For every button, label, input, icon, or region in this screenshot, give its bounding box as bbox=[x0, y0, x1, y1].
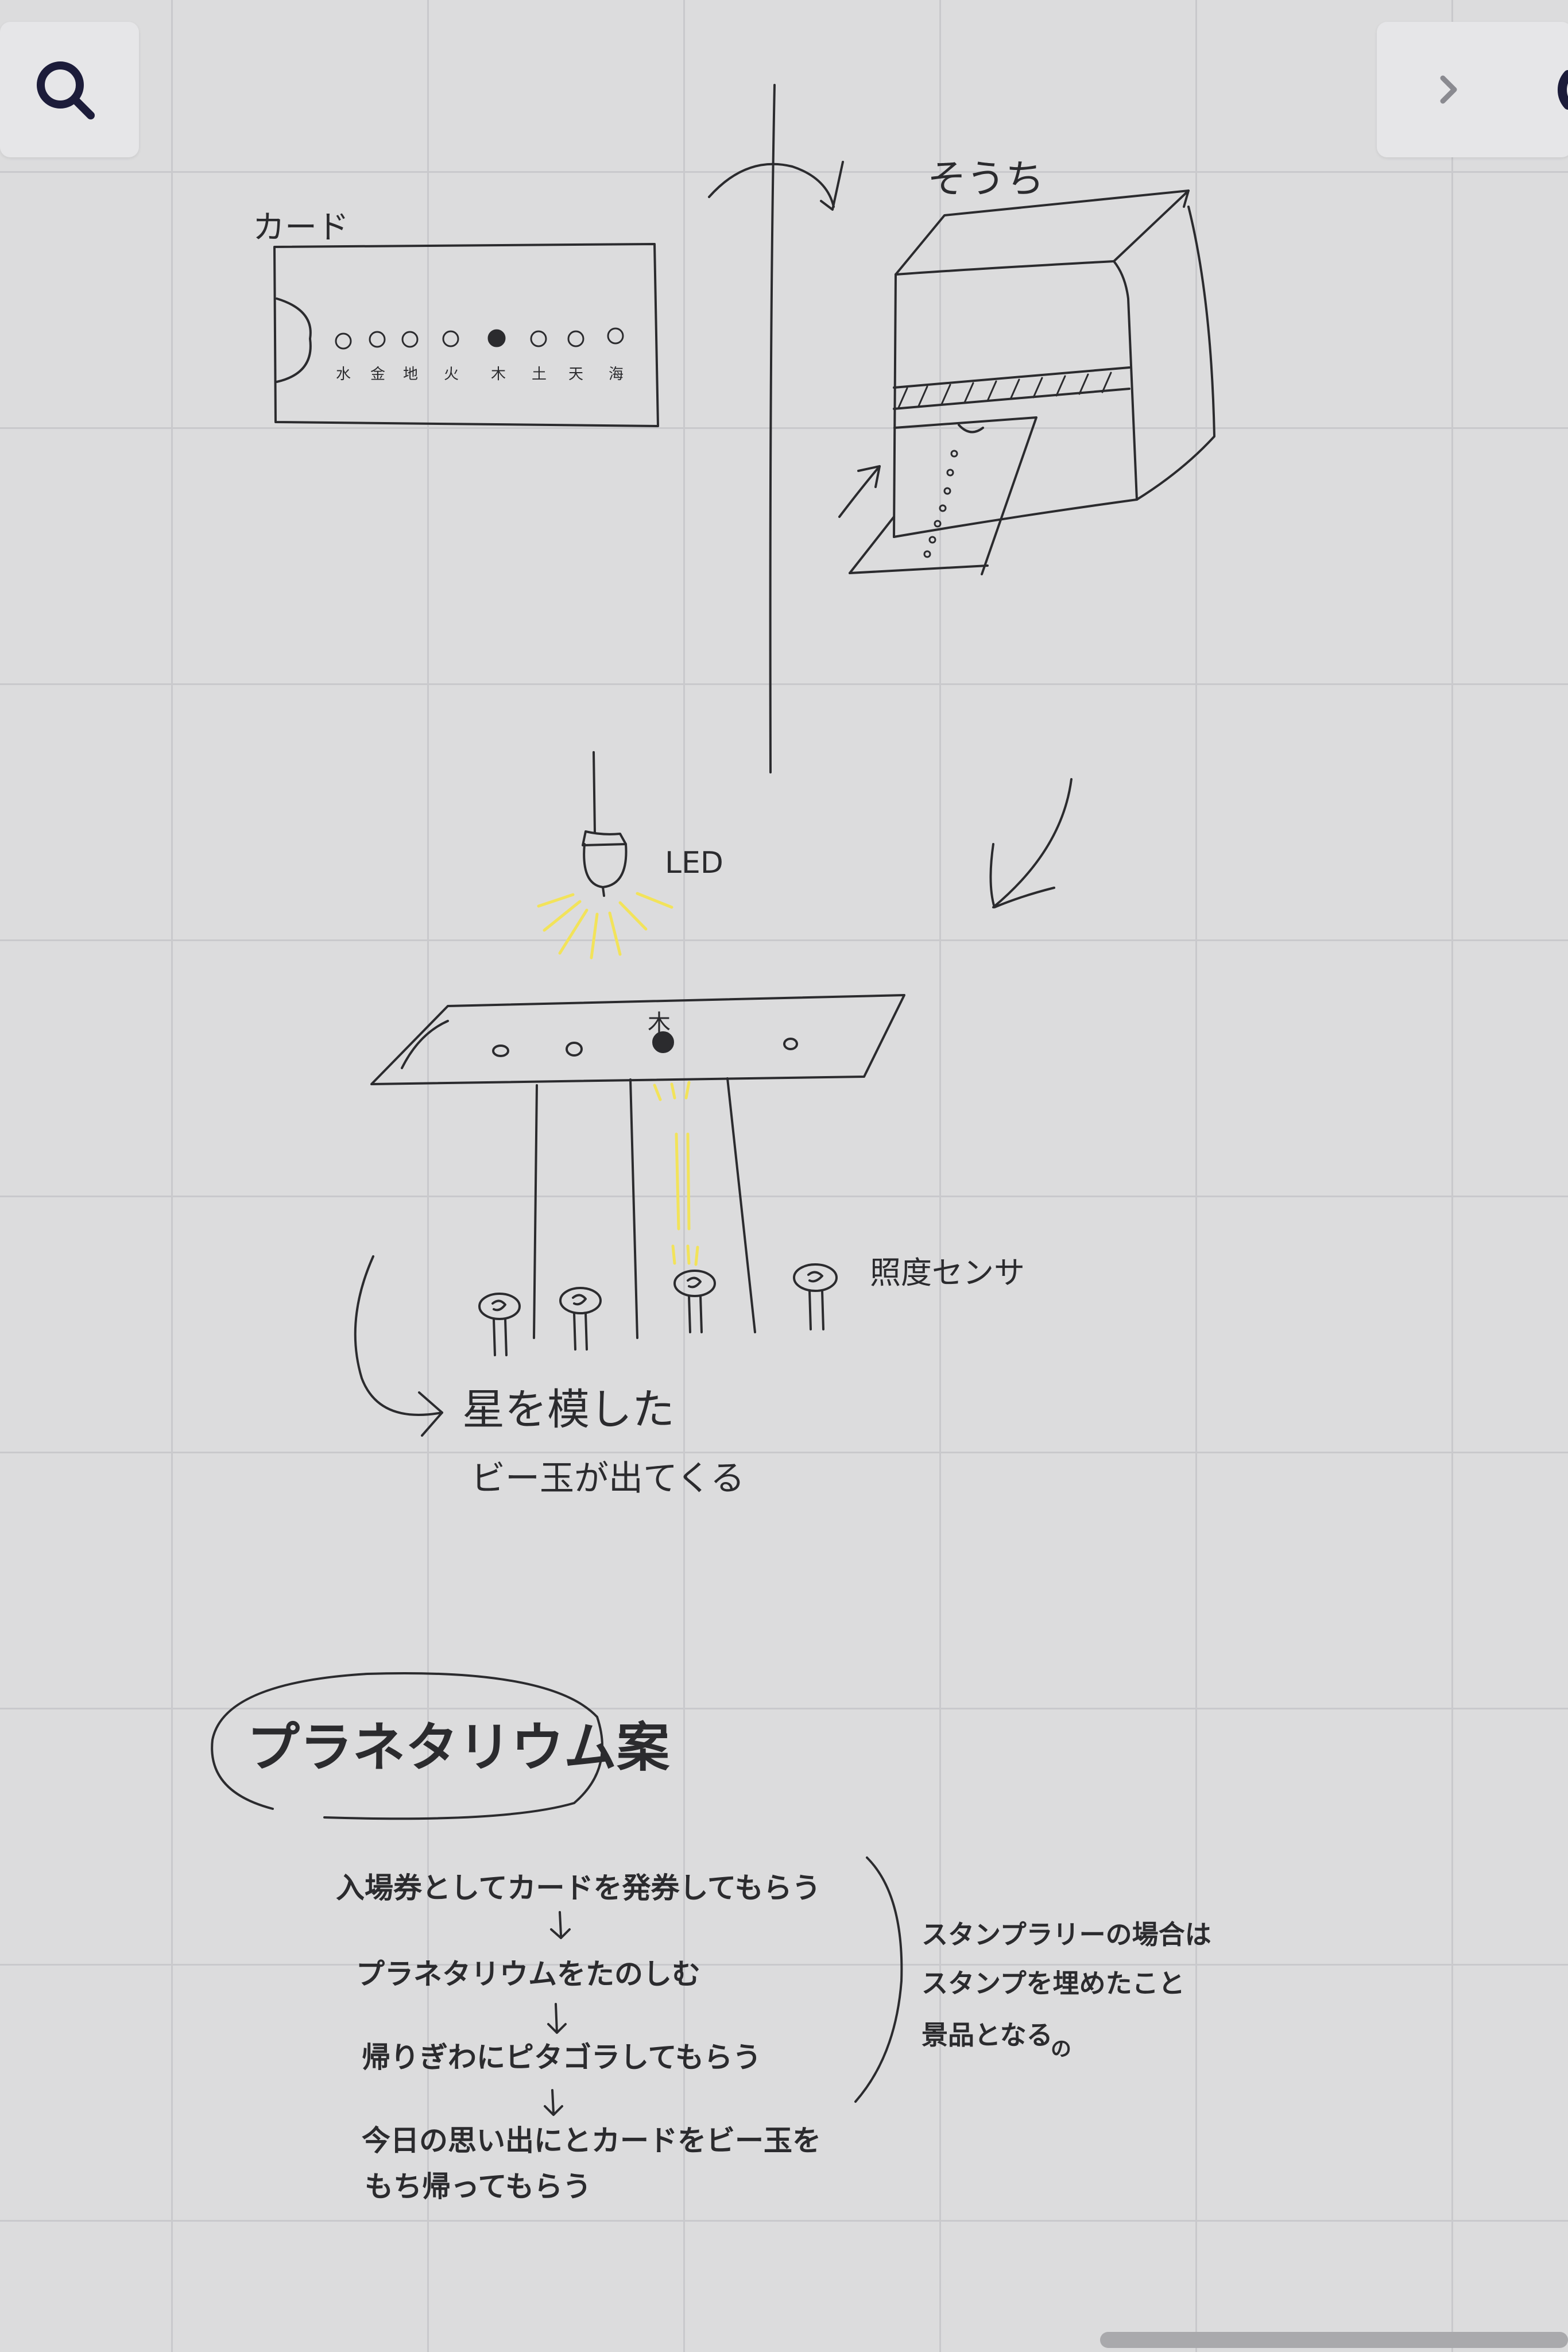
planet-label-jupiter: 木 bbox=[491, 366, 506, 383]
flow-step-2: プラネタリウムをたのしむ bbox=[356, 1958, 700, 1991]
notes-side: スタンプラリーの場合は スタンプを埋めたこと 景品となる の bbox=[922, 1919, 1211, 2061]
marble-label-line1: 星を模した bbox=[462, 1385, 675, 1434]
planet-label-mercury: 水 bbox=[336, 366, 351, 383]
flow-step-3: 帰りぎわにピタゴラしてもらう bbox=[362, 2041, 761, 2074]
planet-label-saturn: 土 bbox=[532, 366, 547, 383]
flow-arrow-head bbox=[989, 843, 1055, 908]
search-icon bbox=[37, 61, 95, 119]
chevron-right-icon bbox=[1440, 70, 1568, 110]
side-note-1: スタンプラリーの場合は bbox=[922, 1919, 1211, 1950]
search-button[interactable] bbox=[0, 22, 139, 157]
flow-step-1: 入場券としてカードを発券してもらう bbox=[336, 1871, 821, 1905]
card-planet-labels: 水 金 地 火 木 土 天 海 bbox=[336, 366, 624, 383]
marble-arrow bbox=[354, 1255, 443, 1416]
strip-mark-label: 木 bbox=[648, 1010, 671, 1036]
planet-label-venus: 金 bbox=[370, 366, 385, 383]
horizontal-scrollbar[interactable] bbox=[1100, 2332, 1568, 2348]
planet-label-earth: 地 bbox=[403, 366, 418, 383]
planet-label-uranus: 天 bbox=[568, 366, 583, 383]
marble-label-line2: ビー玉が出てくる bbox=[471, 1459, 745, 1499]
divider-arrow bbox=[708, 84, 844, 773]
light-sensors bbox=[478, 1263, 838, 1356]
sensor-label: 照度センサ bbox=[870, 1255, 1025, 1291]
notes-flow-arrows bbox=[544, 1911, 571, 2116]
side-note-2: スタンプを埋めたこと bbox=[922, 1968, 1185, 1999]
side-note-4: の bbox=[1051, 2037, 1071, 2061]
led-light-rays bbox=[537, 892, 673, 960]
notes-title: プラネタリウム案 bbox=[247, 1717, 670, 1778]
card-label: カード bbox=[253, 209, 349, 246]
marble-arrow-head bbox=[418, 1391, 443, 1437]
card-sketch bbox=[273, 243, 659, 427]
side-note-3: 景品となる bbox=[922, 2020, 1053, 2051]
track-strip bbox=[370, 994, 905, 1339]
device-sketch bbox=[838, 189, 1215, 575]
device-label: そうち bbox=[927, 157, 1044, 202]
title-oval bbox=[211, 1672, 603, 1820]
flow-step-4b: もち帰ってもらう bbox=[365, 2170, 591, 2203]
planet-label-mars: 火 bbox=[444, 366, 459, 383]
planet-label-neptune: 海 bbox=[609, 366, 624, 383]
flow-arrow bbox=[992, 778, 1073, 908]
led-sketch bbox=[582, 751, 628, 897]
notes-bracket bbox=[854, 1856, 903, 2103]
next-page-button[interactable] bbox=[1377, 22, 1568, 157]
strip-light-rays bbox=[653, 1081, 699, 1266]
notes-flow: 入場券としてカードを発券してもらう プラネタリウムをたのしむ 帰りぎわにピタゴラ… bbox=[336, 1871, 821, 2203]
led-label: LED bbox=[665, 846, 723, 880]
flow-step-4a: 今日の思い出にとカードをビー玉を bbox=[362, 2124, 821, 2157]
